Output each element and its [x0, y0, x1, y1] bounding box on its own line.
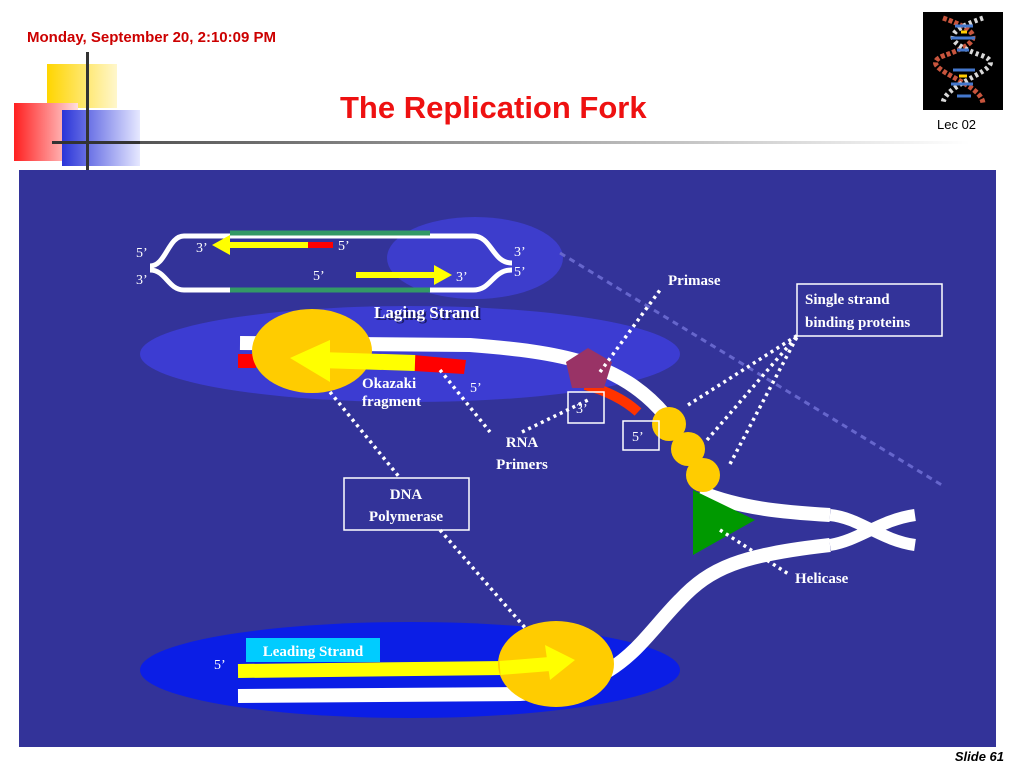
primase-enzyme [566, 348, 612, 388]
leading-5-label: 5’ [214, 658, 226, 673]
header-rule [140, 141, 970, 144]
primer-5-box [622, 420, 660, 451]
inset-5-right: 5’ [514, 265, 526, 280]
page-title: The Replication Fork [340, 90, 647, 125]
ssb-protein-3 [686, 458, 720, 492]
okazaki-fragment-shaft [319, 352, 416, 371]
ssb-protein-2 [671, 432, 705, 466]
slide-datetime: Monday, September 20, 2:10:09 PM [27, 29, 276, 46]
inset-arrow1-5: 5’ [338, 239, 350, 254]
inset-arrow1-3: 3’ [196, 241, 208, 256]
lagging-strand-label: Laging Strand [376, 305, 482, 324]
okazaki-label-line2: fragment [362, 394, 421, 410]
lecture-label: Lec 02 [937, 117, 977, 132]
okazaki-primer-left [238, 354, 256, 368]
primase-label: Primase [668, 273, 721, 289]
parental-upper-strand [697, 485, 831, 522]
okazaki-fragment-arrowhead [290, 340, 330, 382]
ssb-label-line1: Single strand [805, 292, 890, 308]
inset-arrow2-5: 5’ [313, 269, 325, 284]
inset-5-left: 5’ [136, 246, 148, 261]
leading-strand-label: Leading Strand [263, 644, 364, 660]
inset-3-right: 3’ [514, 245, 526, 260]
parental-twist-2 [828, 509, 917, 551]
primer-3-box [567, 391, 605, 424]
inset-3-left: 3’ [136, 273, 148, 288]
helicase-enzyme [693, 490, 755, 555]
ssb-protein-1 [652, 407, 686, 441]
ssb-label-box [796, 283, 943, 337]
okazaki-primer-right [414, 355, 466, 374]
slide-number: Slide 61 [954, 749, 1004, 764]
okazaki-label-line1: Okazaki [362, 376, 416, 392]
leading-new-strand [237, 661, 506, 678]
lagging-strand-label-fg: Laging Strand [374, 303, 480, 322]
rna-primers-label-line1: RNA [506, 435, 539, 451]
rna-primers-label-line2: Primers [496, 457, 548, 473]
dna-polymerase-label-line1: DNA [390, 487, 423, 503]
inset-leading-arrow-head [434, 265, 452, 285]
inset-zoom-oval [387, 217, 563, 299]
zoom-guide-line [559, 251, 946, 489]
primer-5-label: 5’ [632, 430, 644, 445]
inset-lagging-arrow-head [212, 235, 230, 255]
ssb-label-line2: binding proteins [805, 315, 910, 331]
leading-polymerase-arrow-shaft [499, 657, 551, 675]
okazaki-5-label: 5’ [470, 381, 482, 396]
primer-3-label: 3’ [576, 402, 588, 417]
dna-polymerase-label-box [343, 477, 470, 531]
inset-top-strand [149, 233, 513, 269]
leading-polymerase-arrowhead [545, 645, 575, 680]
inset-arrow2-3: 3’ [456, 270, 468, 285]
dna-polymerase-label-line2: Polymerase [369, 509, 443, 525]
leading-strand-label-bg [246, 638, 380, 662]
helicase-label: Helicase [795, 571, 849, 587]
dna-double-helix-photo [923, 12, 1003, 110]
